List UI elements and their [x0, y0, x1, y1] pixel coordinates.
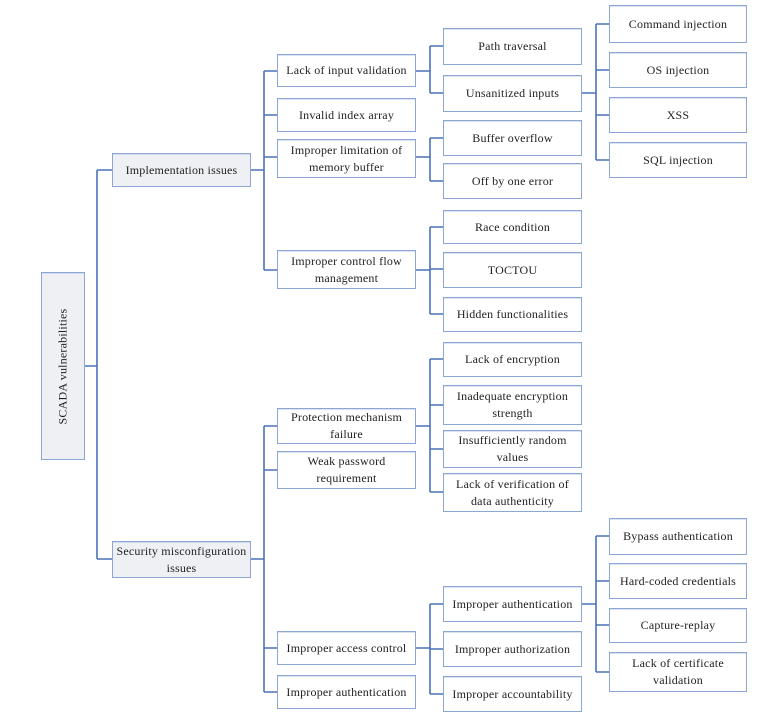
node-weak-password-requirement: Weak password requirement: [277, 451, 416, 489]
node-path-traversal: Path traversal: [443, 28, 582, 65]
node-hard-coded-credentials: Hard-coded credentials: [609, 563, 747, 599]
connector-unsanitized-children: [582, 23, 609, 161]
node-improper-limitation-of-memory-buffer: Improper limitation of memory buffer: [277, 139, 416, 178]
node-improper-authentication-category: Improper authentication: [277, 675, 416, 709]
connector-security-children: [251, 425, 277, 693]
node-implementation-issues: Implementation issues: [112, 153, 251, 187]
node-race-condition: Race condition: [443, 210, 582, 244]
node-protection-mechanism-failure: Protection mechanism failure: [277, 408, 416, 444]
node-buffer-overflow: Buffer overflow: [443, 120, 582, 156]
node-invalid-index-array: Invalid index array: [277, 98, 416, 132]
connector-memory-buffer-children: [416, 137, 443, 182]
node-sql-injection: SQL injection: [609, 142, 747, 178]
node-improper-accountability: Improper accountability: [443, 676, 582, 712]
connector-authentication-children: [582, 535, 609, 673]
node-toctou: TOCTOU: [443, 252, 582, 288]
node-lack-of-encryption: Lack of encryption: [443, 342, 582, 377]
node-hidden-functionalities: Hidden functionalities: [443, 297, 582, 332]
node-lack-of-verification-of-data-authenticity: Lack of verification of data authenticit…: [443, 473, 582, 512]
node-inadequate-encryption-strength: Inadequate encryption strength: [443, 385, 582, 425]
node-scada-vulnerabilities: SCADA vulnerabilities: [41, 272, 85, 460]
connector-root-to-level1: [85, 169, 112, 560]
node-insufficiently-random-values: Insufficiently random values: [443, 430, 582, 468]
node-capture-replay: Capture-replay: [609, 608, 747, 643]
connector-input-validation-children: [416, 45, 443, 94]
node-improper-control-flow-management: Improper control flow management: [277, 250, 416, 289]
node-label: SCADA vulnerabilities: [55, 308, 70, 424]
node-off-by-one-error: Off by one error: [443, 163, 582, 199]
connector-implementation-children: [251, 70, 277, 271]
node-unsanitized-inputs: Unsanitized inputs: [443, 75, 582, 112]
connector-access-control-children: [416, 603, 443, 695]
node-xss: XSS: [609, 97, 747, 133]
connector-protection-failure-children: [416, 358, 443, 493]
node-improper-authorization: Improper authorization: [443, 631, 582, 667]
node-os-injection: OS injection: [609, 52, 747, 88]
node-improper-authentication: Improper authentication: [443, 586, 582, 622]
node-security-misconfiguration-issues: Security misconfiguration issues: [112, 541, 251, 578]
node-improper-access-control: Improper access control: [277, 631, 416, 665]
connector-control-flow-children: [416, 226, 443, 315]
node-lack-of-input-validation: Lack of input validation: [277, 54, 416, 87]
node-bypass-authentication: Bypass authentication: [609, 518, 747, 555]
node-command-injection: Command injection: [609, 5, 747, 43]
node-lack-of-certificate-validation: Lack of certificate validation: [609, 652, 747, 692]
